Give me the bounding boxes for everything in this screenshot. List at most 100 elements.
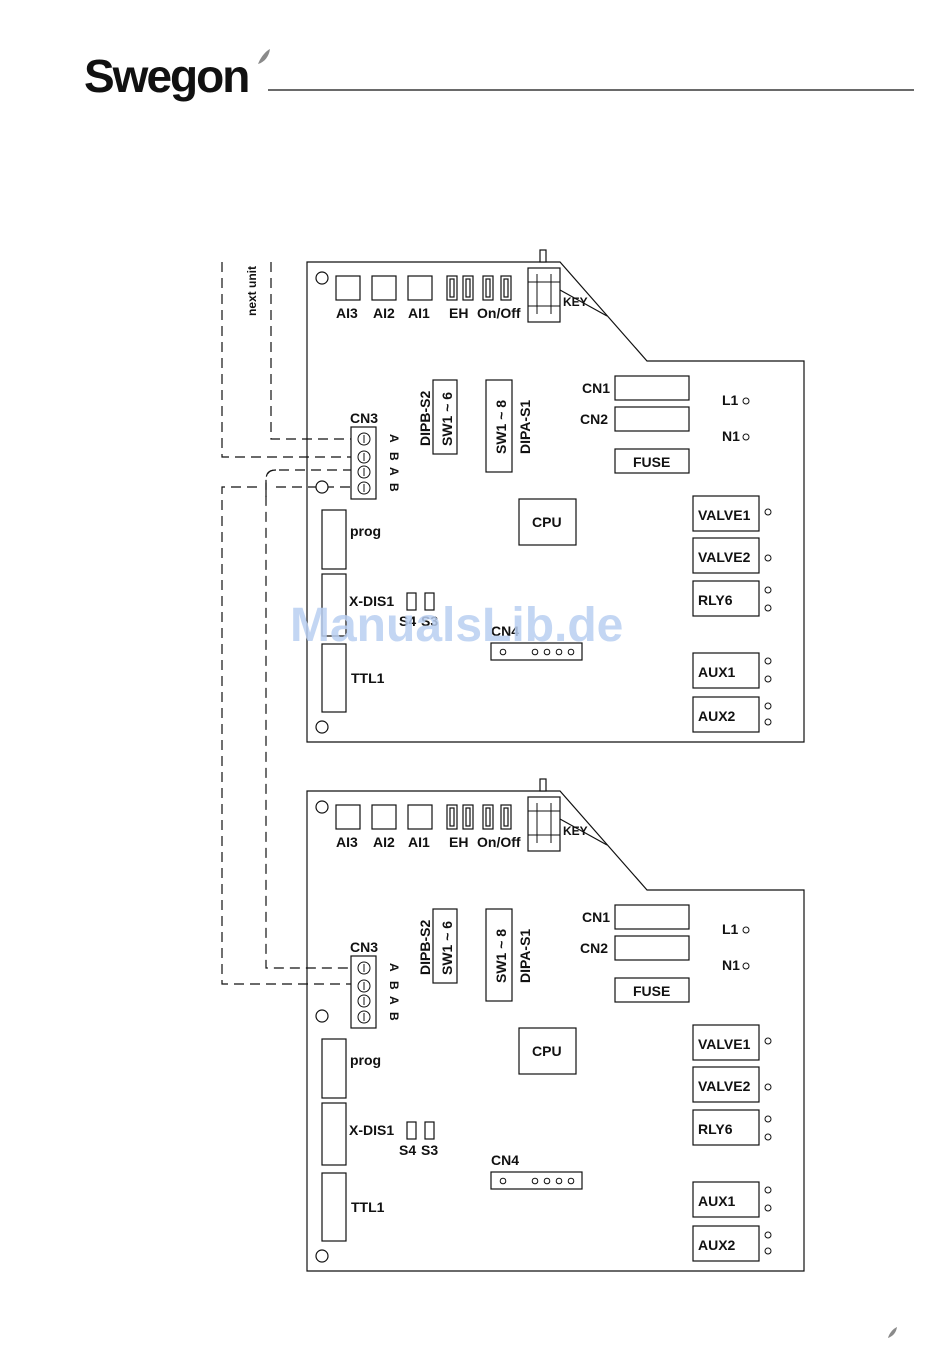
board-edge-line (559, 818, 608, 846)
valve1-label: VALVE1 (698, 1036, 751, 1052)
s3-switch (424, 1121, 435, 1140)
onoff-label: On/Off (477, 305, 521, 321)
ai2-label: AI2 (373, 834, 395, 850)
eh-label: EH (449, 834, 468, 850)
key-switch (527, 267, 561, 323)
ai3-connector (335, 804, 361, 830)
mounting-hole (315, 480, 329, 494)
prog-label: prog (350, 523, 381, 539)
ai2-connector (371, 804, 397, 830)
watermark: ManualsLib.de (290, 599, 623, 652)
valve1-terminal (764, 1037, 772, 1045)
cn3-label: CN3 (350, 939, 378, 955)
rly6-label: RLY6 (698, 592, 733, 608)
aux2-terminal (764, 1231, 772, 1239)
cn4-pin (567, 648, 575, 656)
xdis1-label: X-DIS1 (349, 1122, 394, 1138)
s3-switch (424, 592, 435, 611)
key-pin (539, 778, 547, 792)
cn2-label: CN2 (580, 411, 608, 427)
rly6-label: RLY6 (698, 1121, 733, 1137)
rly6-terminal (764, 604, 772, 612)
ai2-connector (371, 275, 397, 301)
cn2-connector (614, 406, 690, 432)
cn3-pin-label: B (387, 483, 401, 492)
cn3-pin-label: A (387, 996, 401, 1005)
cn1-label: CN1 (582, 909, 610, 925)
prog-connector (321, 509, 347, 570)
aux1-relay (692, 1181, 760, 1218)
cn4-pin (567, 1177, 575, 1185)
cn3-label: CN3 (350, 410, 378, 426)
prog-connector (321, 1038, 347, 1099)
ai1-connector (407, 275, 433, 301)
aux2-relay (692, 696, 760, 733)
cn3-pin-label: B (387, 452, 401, 461)
ai2-label: AI2 (373, 305, 395, 321)
board-outline (306, 790, 805, 1272)
slot-inner (465, 807, 471, 827)
fuse-label: FUSE (633, 983, 670, 999)
cn1-connector (614, 375, 690, 401)
board-edge-line (559, 289, 608, 317)
rly6-terminal (764, 1133, 772, 1141)
cn3-pin-label: B (387, 981, 401, 990)
cn4-pin (499, 1177, 507, 1185)
cn3-pin-label: B (387, 1012, 401, 1021)
fuse-holder (614, 448, 690, 474)
dipb-s2-label: DIPB-S2 (417, 920, 433, 975)
valve1-relay (692, 495, 760, 532)
aux2-label: AUX2 (698, 708, 736, 724)
ttl1-connector (321, 643, 347, 713)
aux2-terminal (764, 718, 772, 726)
n1-terminal (742, 962, 750, 970)
cn4-pin (543, 648, 551, 656)
aux1-terminal (764, 675, 772, 683)
onoff-label: On/Off (477, 834, 521, 850)
cn4-pin (499, 648, 507, 656)
valve2-relay (692, 537, 760, 574)
footer-leaf-icon (888, 1327, 897, 1338)
valve1-label: VALVE1 (698, 507, 751, 523)
cn4-pin (543, 1177, 551, 1185)
l1-label: L1 (722, 921, 739, 937)
slot-inner (485, 278, 491, 298)
cpu-label: CPU (532, 1043, 562, 1059)
key-label: KEY (563, 295, 588, 309)
slot-inner (485, 807, 491, 827)
sw1-6-label: SW1 ~ 6 (439, 921, 455, 975)
dipb-s2-switch (432, 908, 458, 984)
aux1-label: AUX1 (698, 664, 736, 680)
valve1-terminal (764, 508, 772, 516)
s3-label: S3 (421, 613, 438, 629)
bus-wiring (221, 262, 353, 985)
s4-label: S4 (399, 613, 416, 629)
dipa-s1-label: DIPA-S1 (517, 929, 533, 983)
cpu-chip (518, 498, 577, 546)
fuse-holder (614, 977, 690, 1003)
mounting-hole (315, 720, 329, 734)
eh-label: EH (449, 305, 468, 321)
l1-terminal (742, 397, 750, 405)
key-switch (527, 796, 561, 852)
cn4-label: CN4 (491, 623, 519, 639)
aux1-label: AUX1 (698, 1193, 736, 1209)
cpu-chip (518, 1027, 577, 1075)
slot-inner (503, 278, 509, 298)
board-outline (306, 261, 805, 743)
sw1-8-label: SW1 ~ 8 (493, 929, 509, 983)
cn4-pin (555, 1177, 563, 1185)
cn1-connector (614, 904, 690, 930)
prog-label: prog (350, 1052, 381, 1068)
xdis1-connector (321, 573, 347, 637)
s4-label: S4 (399, 1142, 416, 1158)
fuse-label: FUSE (633, 454, 670, 470)
mounting-hole (315, 800, 329, 814)
cn4-pin (555, 648, 563, 656)
mounting-hole (315, 271, 329, 285)
ai3-connector (335, 275, 361, 301)
cn3-pin-label: A (387, 963, 401, 972)
aux1-terminal (764, 657, 772, 665)
